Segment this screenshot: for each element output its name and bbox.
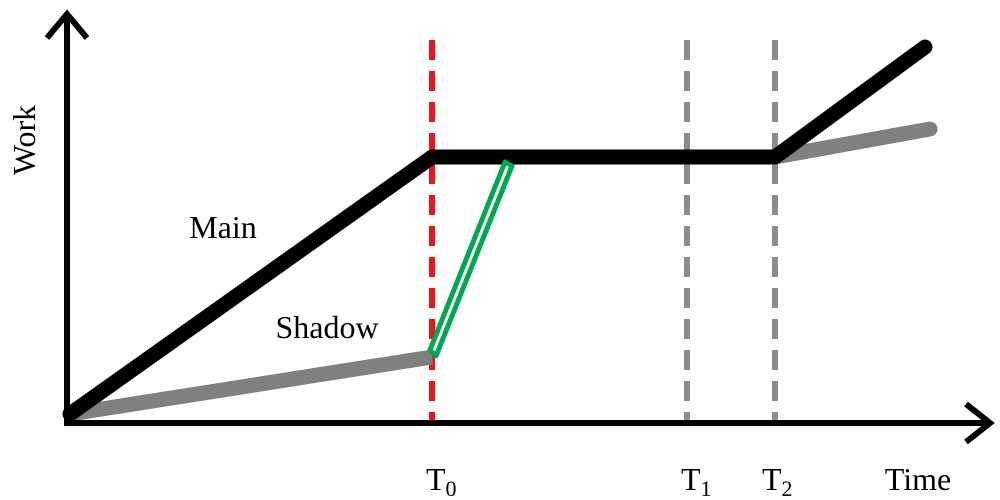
y-axis-arrowhead — [44, 9, 90, 40]
shadow-line — [68, 349, 434, 422]
t0-subscript: 0 — [446, 476, 457, 500]
main-line — [62, 39, 933, 422]
t2-subscript: 2 — [782, 476, 793, 500]
t1-subscript: 1 — [701, 476, 712, 500]
t0-label: T0 — [426, 461, 457, 500]
shadow-label: Shadow — [275, 309, 378, 345]
t2-label: T2 — [762, 461, 793, 500]
x-axis-arrowhead — [964, 401, 995, 445]
x-axis-label: Time — [885, 461, 951, 497]
main-label: Main — [189, 209, 257, 245]
transfer-band — [427, 159, 515, 359]
y-axis-label: Work — [6, 105, 42, 175]
t1-label: T1 — [681, 461, 712, 500]
shadow-line-late — [767, 121, 938, 165]
